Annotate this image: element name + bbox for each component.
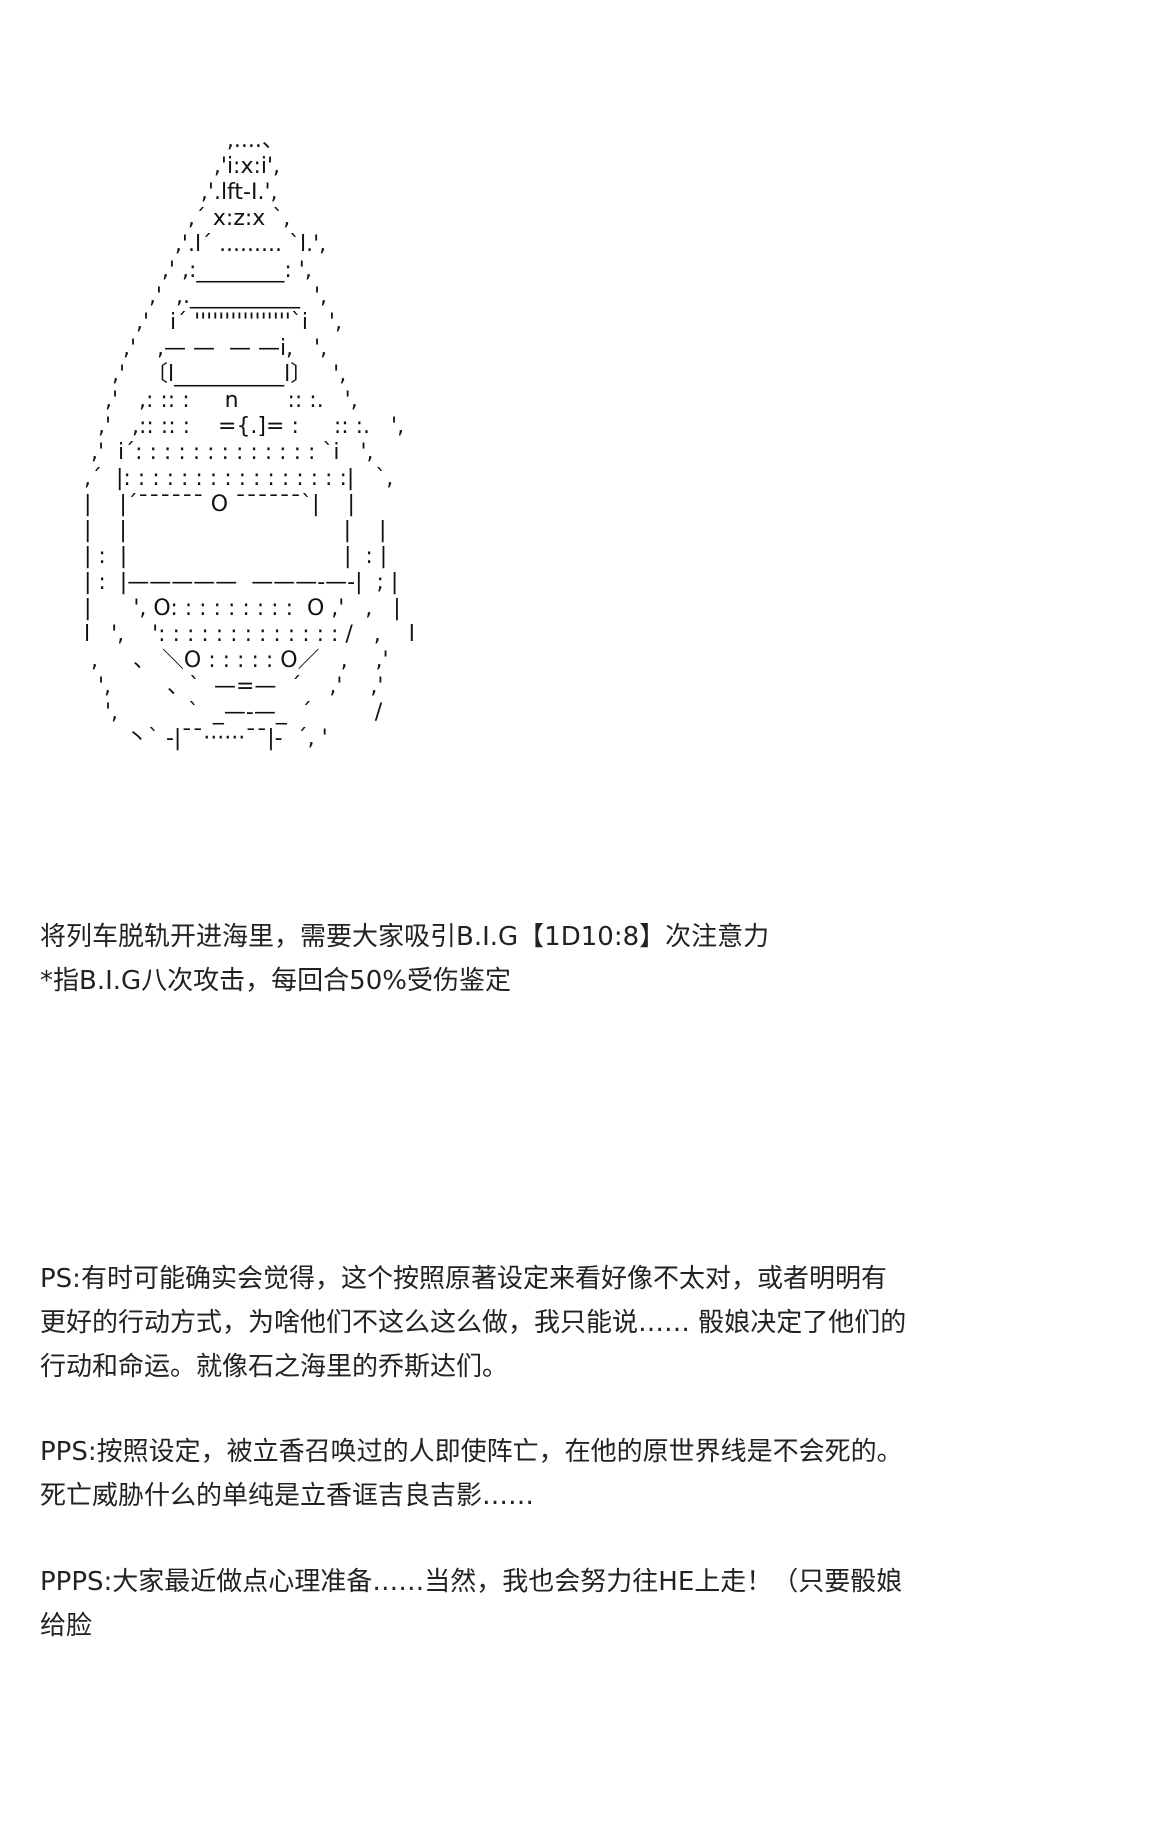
ascii-art-line: ,'.lft-I.', [110,180,278,205]
ascii-art-line: , 、 ＼O : : : : : O／ , ,' [70,648,389,673]
ascii-art-line: ,'.l´ ......... `l.', [98,232,327,257]
ps-note: PS:有时可能确实会觉得，这个按照原著设定来看好像不太对，或者明明有 更好的行动… [40,1257,1120,1389]
ppps-note: PPPS:大家最近做点心理准备……当然，我也会努力往HE上走！（只要骰娘 给脸 [40,1560,1120,1648]
ps-note-line: 更好的行动方式，为啥他们不这么这么做，我只能说…… 骰娘决定了他们的 [40,1308,907,1338]
ppps-note-line: PPPS:大家最近做点心理准备……当然，我也会努力往HE上走！（只要骰娘 [40,1567,903,1597]
ascii-art-line: | : |————— ———-—-| ; | [70,570,399,595]
ascii-art-line: ', ` _—-—_ ´ / [70,700,383,725]
ascii-art-line: ,....、 [122,128,284,153]
ascii-art-line: ,'i:x:i', [116,154,281,179]
ascii-art-line: ,' 〔l__________l〕 ', [70,362,347,387]
caption-line: 将列车脱轨开进海里，需要大家吸引B.I.G【1D10:8】次注意力 [40,922,770,952]
ascii-art-line: | : | | : | [70,544,388,569]
ascii-art-line: | | | | [70,518,387,543]
ascii-art-train: ,....、 ,'i:x:i', ,'.lft-I.', ,´ x:z:x `,… [70,128,430,868]
ascii-art-line: ', 、` —=— ´ ,' ,' [70,674,384,699]
ascii-art-line: ,´ |: : : : : : : : : : : : : : : :| `, [70,466,394,491]
ppps-note-line: 给脸 [40,1611,93,1641]
ascii-art-line: ,' i´ ''''''''''''''''`i ', [80,310,342,335]
ascii-art-line: ,' ,— — — —i, ', [74,336,328,361]
ps-note-line: PS:有时可能确实会觉得，这个按照原著设定来看好像不太对，或者明明有 [40,1264,887,1294]
ascii-art-line: ,' ,.__________ ', [86,284,327,309]
pps-note-line: PPS:按照设定，被立香召唤过的人即使阵亡，在他的原世界线是不会死的。 [40,1437,903,1467]
ascii-art-line: ,' ,:________: ', [92,258,312,283]
ascii-art-line: ,' ,: :: : n :: :. ', [70,388,358,413]
pps-note: PPS:按照设定，被立香召唤过的人即使阵亡，在他的原世界线是不会死的。 死亡威胁… [40,1430,1120,1518]
ascii-art-line: | |´¯¯¯¯¯¯ O ¯¯¯¯¯¯`| | [70,492,355,517]
caption-line: *指B.I.G八次攻击，每回合50%受伤鉴定 [40,966,511,996]
ps-note-line: 行动和命运。就像石之海里的乔斯达们。 [40,1352,509,1382]
ascii-art-line: ,' ,:: :: : ={.]= : :: :. ', [70,414,405,439]
ascii-art-line: ,' i´: : : : : : : : : : : : : `i ', [70,440,374,465]
ascii-art-line: ,´ x:z:x `, [104,206,291,231]
ascii-art-line: 丶` -|¯¯······¯¯|- ´, ' [70,726,328,751]
caption-paragraph: 将列车脱轨开进海里，需要大家吸引B.I.G【1D10:8】次注意力 *指B.I.… [40,915,1120,1003]
ascii-art-line: | ', O: : : : : : : : : O ,' , | [70,596,401,621]
ascii-art-line: l ', ': : : : : : : : : : : : : / , l [70,622,415,647]
pps-note-line: 死亡威胁什么的单纯是立香诓吉良吉影…… [40,1481,535,1511]
